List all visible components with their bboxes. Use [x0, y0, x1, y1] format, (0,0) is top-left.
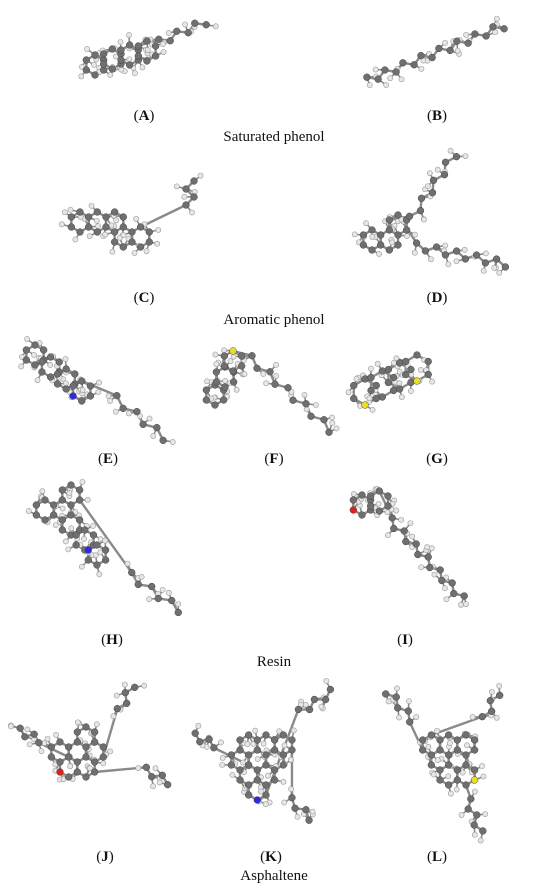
panel-label-J: (J): [96, 849, 114, 865]
panel-label-B: (B): [426, 108, 447, 124]
molecule-F: [202, 347, 340, 436]
molecule-J: [7, 681, 172, 790]
molecule-G: [345, 351, 436, 413]
panel-label-I: (I): [397, 632, 413, 648]
molecule-A: [78, 19, 219, 80]
panel-label-H: (H): [101, 632, 123, 648]
group-caption-saturated: Saturated phenol: [223, 129, 325, 145]
panel-label-K: (K): [260, 849, 282, 865]
molecule-L: [382, 682, 504, 844]
molecule-K: [191, 678, 335, 824]
molecule-B: [363, 15, 508, 89]
molecule-C: [58, 172, 204, 256]
panel-label-A: (A): [133, 108, 155, 124]
molecule-H: [25, 478, 182, 617]
panel-label-L: (L): [426, 849, 447, 865]
panel-label-D: (D): [426, 290, 448, 306]
panel-label-G: (G): [426, 451, 448, 467]
group-caption-resin: Resin: [256, 654, 292, 670]
panel-label-E: (E): [97, 451, 118, 467]
molecule-I: [349, 486, 469, 608]
panel-label-F: (F): [264, 451, 284, 467]
group-caption-asphaltene: Asphaltene: [240, 868, 308, 884]
molecule-E: [18, 336, 176, 445]
molecule-D: [351, 147, 510, 276]
panel-label-C: (C): [133, 290, 155, 306]
group-caption-aromatic: Aromatic phenol: [223, 312, 325, 328]
